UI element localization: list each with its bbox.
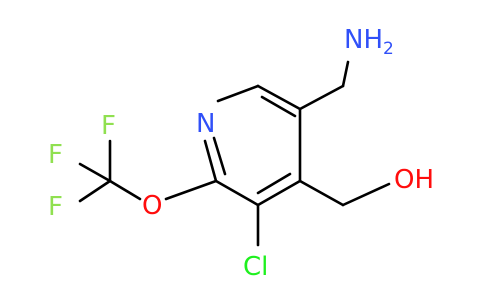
- bond-c2-o: [164, 179, 218, 201]
- atom-label-ether-oxygen: O: [142, 191, 162, 221]
- bond-ring-c4-c3: [256, 179, 302, 207]
- atom-label-fluorine-top: F: [101, 111, 116, 141]
- bond-c5-ch2: [298, 84, 345, 111]
- bonds: [78, 60, 391, 247]
- bond-cf3-f-left-bottom: [78, 179, 112, 203]
- bond-ch2-oh: [341, 182, 391, 207]
- bond-ring-c3-c2: [214, 179, 260, 207]
- bond-ring-c6-c5: [256, 84, 302, 111]
- bond-ring-c2-n-inner: [212, 136, 227, 176]
- atom-label-fluorine-left-bottom: F: [48, 192, 63, 222]
- bond-o-cf3: [108, 179, 142, 201]
- atom-label-chlorine: Cl: [243, 252, 268, 282]
- bond-cf3-f-left-top: [78, 162, 112, 183]
- bond-c4-ch2: [298, 179, 345, 207]
- atom-label-hydroxyl: OH: [394, 165, 434, 195]
- atom-label-fluorine-left-top: F: [48, 140, 63, 170]
- atom-labels: NH2 N OH O Cl F F F: [48, 25, 434, 282]
- atom-label-amine: NH2: [344, 25, 394, 59]
- atom-label-ring-nitrogen: N: [196, 109, 215, 139]
- bond-ch2-nh2: [341, 60, 350, 88]
- bond-ring-c6-c5-inner: [260, 95, 297, 118]
- bond-ring-n-c6: [216, 84, 260, 103]
- bond-ring-c2-n: [203, 139, 218, 183]
- bond-ring-c4-c3-inner: [256, 172, 292, 195]
